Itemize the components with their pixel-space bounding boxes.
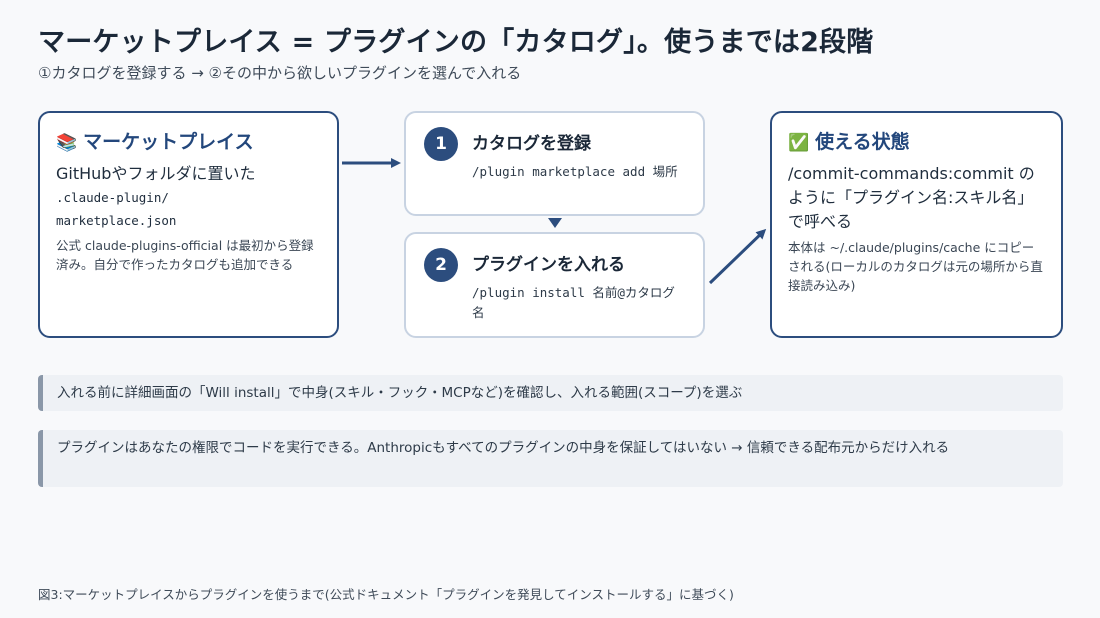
books-icon: 📚	[56, 133, 78, 153]
ready-lead: /commit-commands:commit のように「プラグイン名:スキル名…	[788, 164, 1035, 231]
marketplace-lead: GitHubやフォルダに置いた	[56, 164, 256, 183]
figure-caption: 図3:マーケットプレイスからプラグインを使うまで(公式ドキュメント「プラグインを…	[38, 587, 734, 602]
step2-title: プラグインを入れる	[472, 255, 625, 275]
step1-command: /plugin marketplace add 場所	[472, 164, 678, 179]
ready-heading-text: 使える状態	[815, 131, 910, 153]
step1-box: 1 カタログを登録 /plugin marketplace add 場所	[404, 111, 705, 216]
diagram-subtitle: ①カタログを登録する → ②その中から欲しいプラグインを選んで入れる	[38, 64, 522, 82]
step1-number-badge: 1	[424, 127, 458, 161]
marketplace-heading-text: マーケットプレイス	[83, 131, 254, 153]
marketplace-path-line1: .claude-plugin/	[56, 190, 169, 205]
arrow-step1-to-step2	[548, 218, 562, 228]
step2-box: 2 プラグインを入れる /plugin install 名前@カタログ名	[404, 232, 705, 338]
step2-command: /plugin install 名前@カタログ名	[472, 285, 675, 320]
ready-note: 本体は ~/.claude/plugins/cache にコピーされる(ローカル…	[788, 240, 1043, 293]
install-check-callout: 入れる前に詳細画面の「Will install」で中身(スキル・フック・MCPな…	[38, 375, 1063, 411]
step1-title: カタログを登録	[472, 134, 591, 154]
ready-state-box: ✅使える状態 /commit-commands:commit のように「プラグイ…	[770, 111, 1063, 338]
arrow-step2-to-ready	[708, 228, 767, 285]
security-warning-callout: プラグインはあなたの権限でコードを実行できる。Anthropicもすべてのプラグ…	[38, 430, 1063, 487]
marketplace-note: 公式 claude-plugins-official は最初から登録済み。自分で…	[56, 238, 314, 272]
ready-heading: ✅使える状態	[788, 127, 1045, 154]
marketplace-box: 📚マーケットプレイス GitHubやフォルダに置いた .claude-plugi…	[38, 111, 339, 338]
step2-number-badge: 2	[424, 248, 458, 282]
diagram-title: マーケットプレイス = プラグインの「カタログ」。使うまでは2段階	[38, 27, 874, 58]
checkmark-icon: ✅	[788, 133, 810, 153]
marketplace-heading: 📚マーケットプレイス	[56, 127, 321, 154]
marketplace-path-line2: marketplace.json	[56, 213, 177, 228]
